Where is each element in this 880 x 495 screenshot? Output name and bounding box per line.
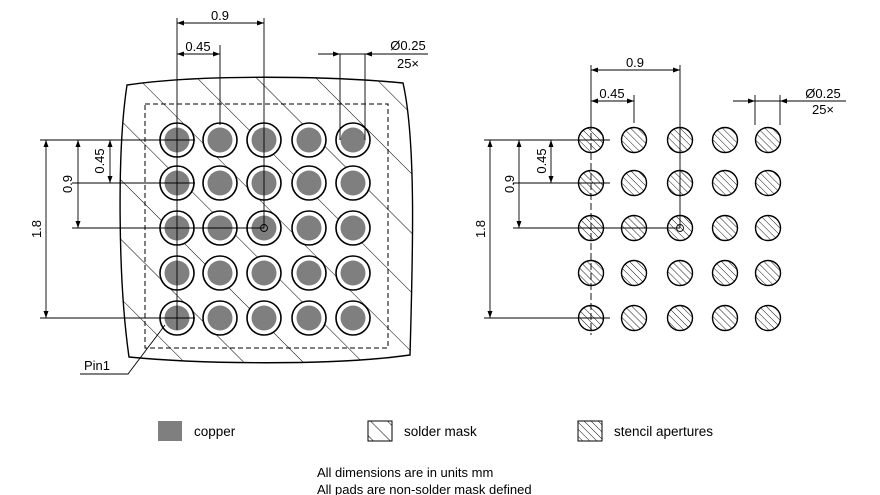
dim-pitch-2x: 0.9 (626, 55, 644, 70)
stencil-aperture (754, 169, 782, 197)
copper-pad (340, 170, 366, 196)
dim-count: 25× (397, 56, 419, 71)
pad (335, 165, 371, 201)
solder-mask-swatch (367, 420, 393, 442)
pad (291, 255, 327, 291)
dimension-arrows (487, 67, 787, 318)
pad (246, 255, 282, 291)
pad (335, 122, 371, 158)
dimension-lines (484, 65, 846, 319)
pad (202, 165, 238, 201)
copper-pad (340, 305, 366, 331)
note-units: All dimensions are in units mm (317, 465, 493, 480)
stencil-aperture (666, 259, 694, 287)
pad (291, 300, 327, 336)
legend-item-stencil: stencil apertures (577, 420, 713, 442)
stencil-aperture (711, 304, 739, 332)
stencil-swatch (577, 420, 603, 442)
dim-height-2x: 0.9 (60, 175, 75, 193)
stencil-aperture (754, 259, 782, 287)
dim-diameter: Ø0.25 (805, 86, 840, 101)
copper-pad (296, 260, 322, 286)
pad (291, 165, 327, 201)
stencil-aperture (620, 304, 648, 332)
legend-item-solder-mask: solder mask (367, 420, 477, 442)
stencil-aperture (754, 304, 782, 332)
dim-diameter: Ø0.25 (390, 38, 425, 53)
package-outline (144, 103, 389, 349)
stencil-aperture (711, 126, 739, 154)
stencil-aperture (754, 214, 782, 242)
pin1-label: Pin1 (84, 358, 110, 373)
copper-swatch (158, 421, 182, 441)
dimension-lines (40, 18, 428, 375)
pad (202, 300, 238, 336)
dim-count: 25× (812, 102, 834, 117)
dimension-arrows (43, 20, 372, 318)
copper-pad (296, 305, 322, 331)
dim-height-total: 1.8 (29, 220, 44, 238)
pad (335, 210, 371, 246)
notes: All dimensions are in units mm All pads … (317, 465, 532, 495)
stencil-aperture (754, 126, 782, 154)
dim-pitch: 0.45 (185, 39, 210, 54)
legend-label-copper: copper (194, 424, 236, 439)
pad (246, 300, 282, 336)
stencil-aperture (620, 169, 648, 197)
copper-pad (251, 305, 277, 331)
dim-height-2x: 0.9 (502, 175, 517, 193)
copper-pad (207, 127, 233, 153)
copper-pad (251, 260, 277, 286)
legend-label-solder-mask: solder mask (404, 424, 477, 439)
legend: copper solder mask stencil apertures (158, 420, 713, 442)
left-view: 0.9 0.45 Ø0.25 25× 1.8 0.9 0.45 Pin1 (29, 8, 428, 375)
stencil-aperture (620, 126, 648, 154)
copper-pad (207, 305, 233, 331)
stencil-aperture (711, 169, 739, 197)
right-view: 0.9 0.45 Ø0.25 25× 1.8 0.9 0.45 (473, 55, 846, 335)
legend-item-copper: copper (158, 421, 236, 441)
dim-height-total: 1.8 (473, 220, 488, 238)
copper-pad (340, 215, 366, 241)
copper-pad (296, 215, 322, 241)
pad (291, 122, 327, 158)
stencil-aperture-grid (577, 126, 782, 332)
pad (335, 255, 371, 291)
stencil-aperture (620, 259, 648, 287)
copper-pad (296, 127, 322, 153)
dim-pitch-2x: 0.9 (211, 8, 229, 23)
pad (202, 255, 238, 291)
dim-height-pitch: 0.45 (534, 148, 549, 173)
pad (291, 210, 327, 246)
copper-pad (296, 170, 322, 196)
stencil-aperture (711, 259, 739, 287)
copper-pad (340, 127, 366, 153)
stencil-aperture (711, 214, 739, 242)
legend-label-stencil: stencil apertures (614, 424, 713, 439)
pad-grid (159, 122, 371, 336)
dim-pitch: 0.45 (599, 86, 624, 101)
pad (202, 122, 238, 158)
copper-pad (340, 260, 366, 286)
note-nsmd: All pads are non-solder mask defined (317, 482, 532, 495)
dim-height-pitch: 0.45 (92, 148, 107, 173)
stencil-aperture (666, 304, 694, 332)
copper-pad (207, 170, 233, 196)
pad (335, 300, 371, 336)
copper-pad (207, 260, 233, 286)
